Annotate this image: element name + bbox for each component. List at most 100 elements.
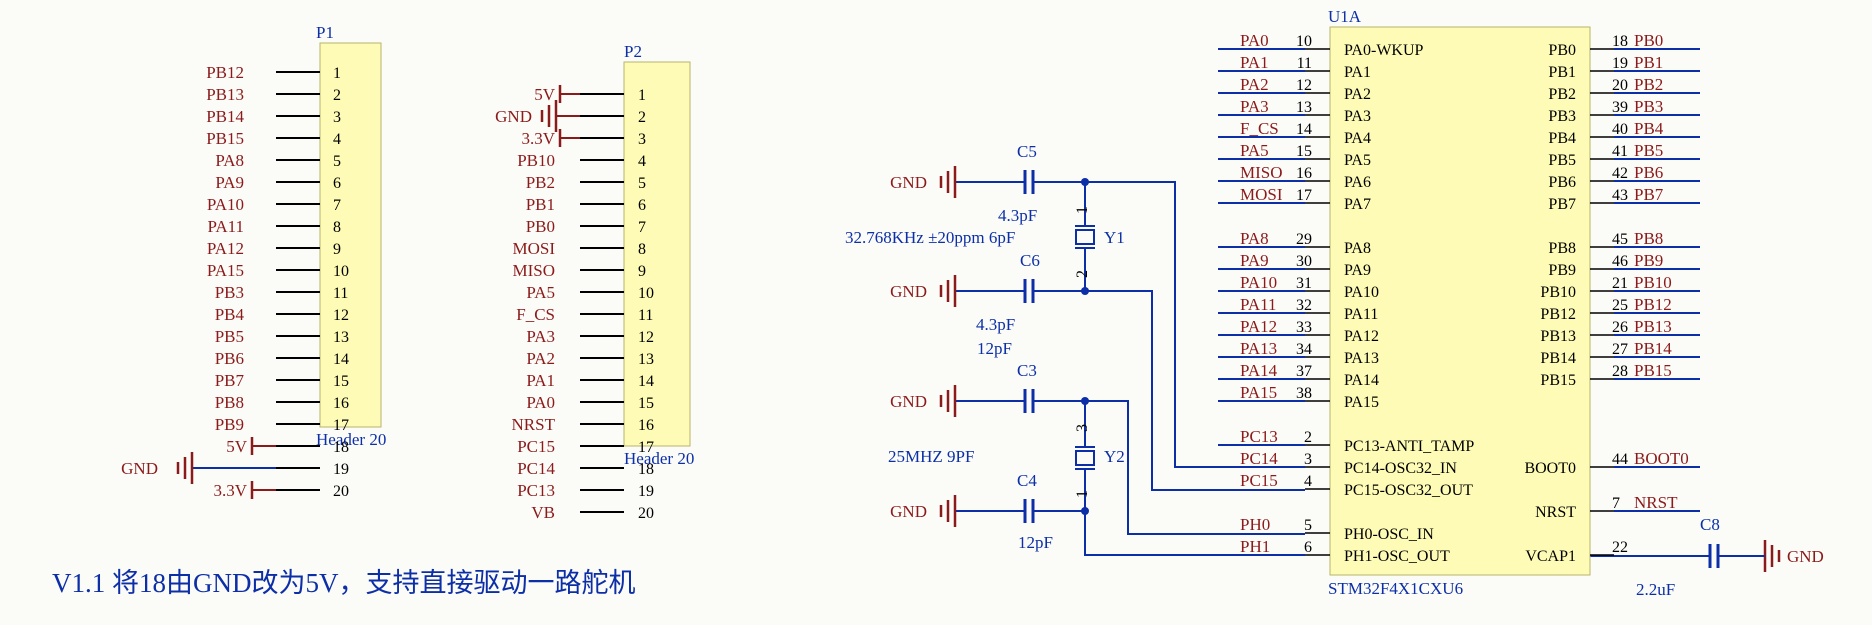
p2-pin-number: 10	[638, 285, 654, 302]
p1-body	[319, 42, 382, 428]
mcu-net-label: PB4	[1634, 119, 1664, 138]
y1-pin-top: 1	[1074, 206, 1091, 214]
y2-pin-top: 3	[1074, 424, 1091, 432]
mcu-net-label: PA14	[1240, 361, 1278, 380]
mcu-pin-number: 16	[1296, 165, 1312, 182]
p1-pin-number: 16	[333, 395, 349, 412]
junction-dot	[1081, 507, 1089, 515]
p2-pin-number: 17	[638, 439, 654, 456]
p1-pin-net: PA11	[207, 217, 244, 236]
p2-pin-number: 6	[638, 197, 646, 214]
mcu-net-label: MISO	[1240, 163, 1283, 182]
mcu-net-label: PH1	[1240, 537, 1270, 556]
p2-pin-row: 15V	[534, 85, 646, 104]
c6-value: 4.3pF	[976, 315, 1015, 334]
mcu-net-label: PB15	[1634, 361, 1672, 380]
p2-pin-number: 1	[638, 87, 646, 104]
junctions	[1081, 178, 1089, 515]
mcu-pin-name: PB6	[1548, 174, 1576, 191]
p2-pin-net: GND	[495, 107, 532, 126]
mcu-designator: U1A	[1328, 7, 1362, 26]
p1-pin-number: 10	[333, 263, 349, 280]
mcu-part: STM32F4X1CXU6	[1328, 579, 1463, 598]
mcu-net-label: PA1	[1240, 53, 1269, 72]
wire-pc14	[1085, 181, 1305, 468]
p2-pin-number: 11	[638, 307, 653, 324]
mcu-pin-name: PA8	[1344, 240, 1371, 257]
mcu-net-label: BOOT0	[1634, 449, 1689, 468]
mcu-pin-number: 13	[1296, 99, 1312, 116]
mcu-pin-number: 30	[1296, 253, 1312, 270]
p1-pin-net: PA15	[207, 261, 244, 280]
p2-pin-number: 13	[638, 351, 654, 368]
p1-pin-net: PB4	[215, 305, 245, 324]
mcu-pin-number: 27	[1612, 341, 1628, 358]
mcu-net-label: PA12	[1240, 317, 1277, 336]
wire-pc15	[1085, 290, 1305, 491]
mcu-pin-name: PA9	[1344, 262, 1371, 279]
mcu-pin-number: 31	[1296, 275, 1312, 292]
mcu-pin-number: 40	[1612, 121, 1628, 138]
mcu-net-label: MOSI	[1240, 185, 1283, 204]
c5-ref: C5	[1017, 142, 1037, 161]
p1-pin-row: 10 PA15	[207, 261, 349, 280]
p2-pin-net: PA3	[526, 327, 555, 346]
mcu-pin-name: PA7	[1344, 196, 1371, 213]
mcu-pin-number: 21	[1612, 275, 1628, 292]
p2-pin-net: VB	[531, 503, 555, 522]
mcu-pin-name: PB15	[1540, 372, 1576, 389]
p2-pin-number: 7	[638, 219, 646, 236]
ground-label: GND	[890, 282, 927, 301]
mcu-pin-name: PA2	[1344, 86, 1371, 103]
mcu-net-label: PA2	[1240, 75, 1269, 94]
mcu-pin-number: 18	[1612, 33, 1628, 50]
junction-dot	[1081, 178, 1089, 186]
mcu-pin-name: PB5	[1548, 152, 1576, 169]
c8-value: 2.2uF	[1636, 580, 1675, 599]
mcu-pin-name: PA6	[1344, 174, 1371, 191]
mcu-pin-name: PA3	[1344, 108, 1371, 125]
mcu-pin-number: 34	[1296, 341, 1312, 358]
mcu-pin-name: PB9	[1548, 262, 1576, 279]
p2-pin-net: PA1	[526, 371, 555, 390]
y1-pin-bottom: 2	[1074, 270, 1091, 278]
y2-pin-bottom: 1	[1074, 490, 1091, 498]
mcu-net-label: PB10	[1634, 273, 1672, 292]
p2-pin-number: 14	[638, 373, 654, 390]
p1-pin-net: PA8	[215, 151, 244, 170]
p1-pin-number: 14	[333, 351, 349, 368]
p1-pin-net: PB6	[215, 349, 244, 368]
mcu-pin-number: 14	[1296, 121, 1312, 138]
mcu-pin-name: PB8	[1548, 240, 1576, 257]
mcu-net-label: PB7	[1634, 185, 1664, 204]
mcu-pin-name: VCAP1	[1525, 548, 1576, 565]
mcu-pin-number: 38	[1296, 385, 1312, 402]
mcu-pin-name: PA13	[1344, 350, 1379, 367]
p2-pin-net: PA5	[526, 283, 555, 302]
mcu-net-label: PB2	[1634, 75, 1663, 94]
p1-pin-number: 8	[333, 219, 341, 236]
mcu-net-label: PB5	[1634, 141, 1663, 160]
p2-pin-net: PB2	[526, 173, 555, 192]
mcu-pin-name: PC14-OSC32_IN	[1344, 460, 1457, 477]
p2-pin-row: 14 PA1	[526, 371, 654, 390]
mcu-pin-number: 44	[1612, 451, 1628, 468]
